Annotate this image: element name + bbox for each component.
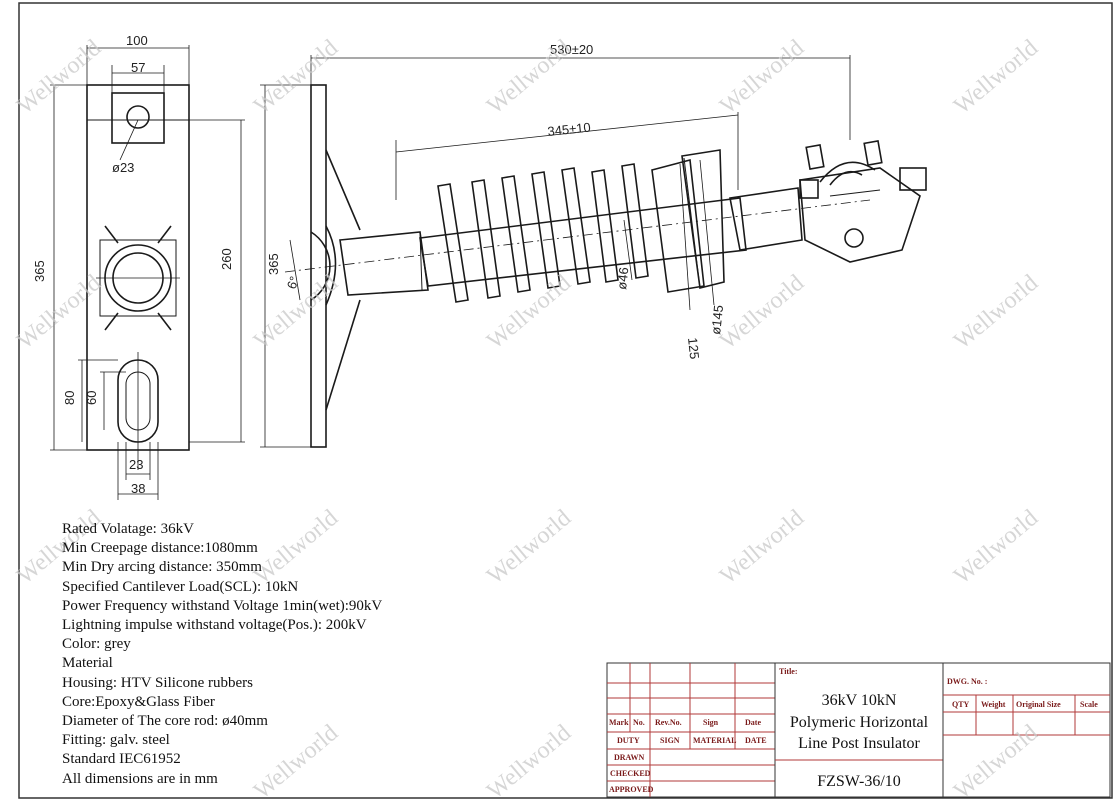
watermark: Wellworld (249, 35, 343, 120)
dim-height-260: 260 (219, 248, 234, 270)
tb-col-no: No. (633, 718, 645, 727)
insulator-axis (284, 199, 871, 273)
watermark: Wellworld (715, 35, 809, 120)
tb-col-original-size: Original Size (1016, 700, 1061, 709)
watermark: Wellworld (12, 270, 106, 355)
watermark: Wellworld (949, 720, 1043, 801)
spec-dry-arcing: Min Dry arcing distance: 350mm (62, 559, 262, 576)
tb-col-scale: Scale (1080, 700, 1098, 709)
spec-core: Core:Epoxy&Glass Fiber (62, 693, 215, 710)
dim-angle-6: 6° (284, 274, 302, 291)
side-view-dimension-lines (260, 55, 851, 448)
tb-row-date: DATE (745, 736, 767, 745)
dim-slot-38: 38 (131, 481, 145, 496)
watermark: Wellworld (482, 505, 576, 590)
tb-title-line3: Line Post Insulator (798, 735, 920, 752)
dim-dia-125: 125 (685, 337, 702, 360)
watermark: Wellworld (482, 720, 576, 801)
tb-row-sign: SIGN (660, 736, 680, 745)
spec-standard: Standard IEC61952 (62, 751, 181, 768)
dim-height-365: 365 (32, 260, 47, 282)
watermark: Wellworld (12, 35, 106, 120)
tb-title-line2: Polymeric Horizontal (790, 714, 929, 731)
base-plate-front-view (86, 84, 190, 470)
front-view-dimension-lines (50, 45, 245, 500)
tb-title-label: Title: (779, 667, 798, 676)
tb-row-checked: CHECKED (610, 769, 651, 778)
spec-rated-voltage: Rated Volatage: 36kV (62, 521, 194, 537)
tb-col-date: Date (745, 718, 761, 727)
spec-core-diameter: Diameter of The core rod: ø40mm (62, 713, 268, 730)
insulator-side-view (310, 84, 927, 448)
tb-col-sign: Sign (703, 718, 719, 727)
tb-dwg-no-label: DWG. No. : (947, 677, 987, 686)
dim-dia-145: ø145 (708, 304, 726, 335)
drawing-border (18, 2, 1113, 799)
dim-length-345: 345±10 (547, 120, 592, 139)
dim-dia-46: ø46 (614, 266, 631, 290)
tb-drawing-code: FZSW-36/10 (817, 773, 901, 790)
dim-slot-80: 80 (62, 391, 77, 405)
spec-material: Material (62, 655, 113, 672)
dim-slot-23: 23 (129, 457, 143, 472)
watermark: Wellworld (949, 35, 1043, 120)
tb-row-approved: APPROVED (609, 785, 654, 794)
spec-color: Color: grey (62, 636, 131, 653)
spec-units-note: All dimensions are in mm (62, 770, 218, 787)
tb-title-line1: 36kV 10kN (822, 692, 897, 709)
tb-row-duty: DUTY (617, 736, 640, 745)
spec-creepage: Min Creepage distance:1080mm (62, 540, 258, 557)
specification-list: Rated Volatage: 36kV Min Creepage distan… (62, 520, 382, 789)
tb-col-qty: QTY (952, 700, 970, 709)
watermark: Wellworld (949, 270, 1043, 355)
dim-length-530: 530±20 (550, 42, 593, 57)
spec-lightning-impulse: Lightning impulse withstand voltage(Pos.… (62, 617, 367, 634)
watermark: Wellworld (482, 35, 576, 120)
spec-housing: Housing: HTV Silicone rubbers (62, 674, 253, 691)
tb-row-drawn: DRAWN (614, 753, 644, 762)
watermark: Wellworld (715, 505, 809, 590)
tb-col-weight: Weight (981, 700, 1006, 709)
title-block (606, 662, 1111, 798)
dim-width-57: 57 (131, 60, 145, 75)
dim-height-365-side: 365 (266, 253, 281, 275)
spec-fitting: Fitting: galv. steel (62, 732, 170, 749)
dim-hole-23: ø23 (112, 160, 134, 175)
dim-width-100: 100 (126, 33, 148, 48)
spec-cantilever-load: Specified Cantilever Load(SCL): 10kN (62, 578, 299, 595)
watermark: Wellworld (949, 505, 1043, 590)
watermark: Wellworld (715, 270, 809, 355)
dim-slot-60: 60 (84, 391, 99, 405)
tb-row-material: MATERIAL (693, 736, 736, 745)
spec-power-frequency: Power Frequency withstand Voltage 1min(w… (62, 597, 383, 614)
tb-col-rev: Rev.No. (655, 718, 682, 727)
tb-col-mark: Mark (609, 718, 629, 727)
